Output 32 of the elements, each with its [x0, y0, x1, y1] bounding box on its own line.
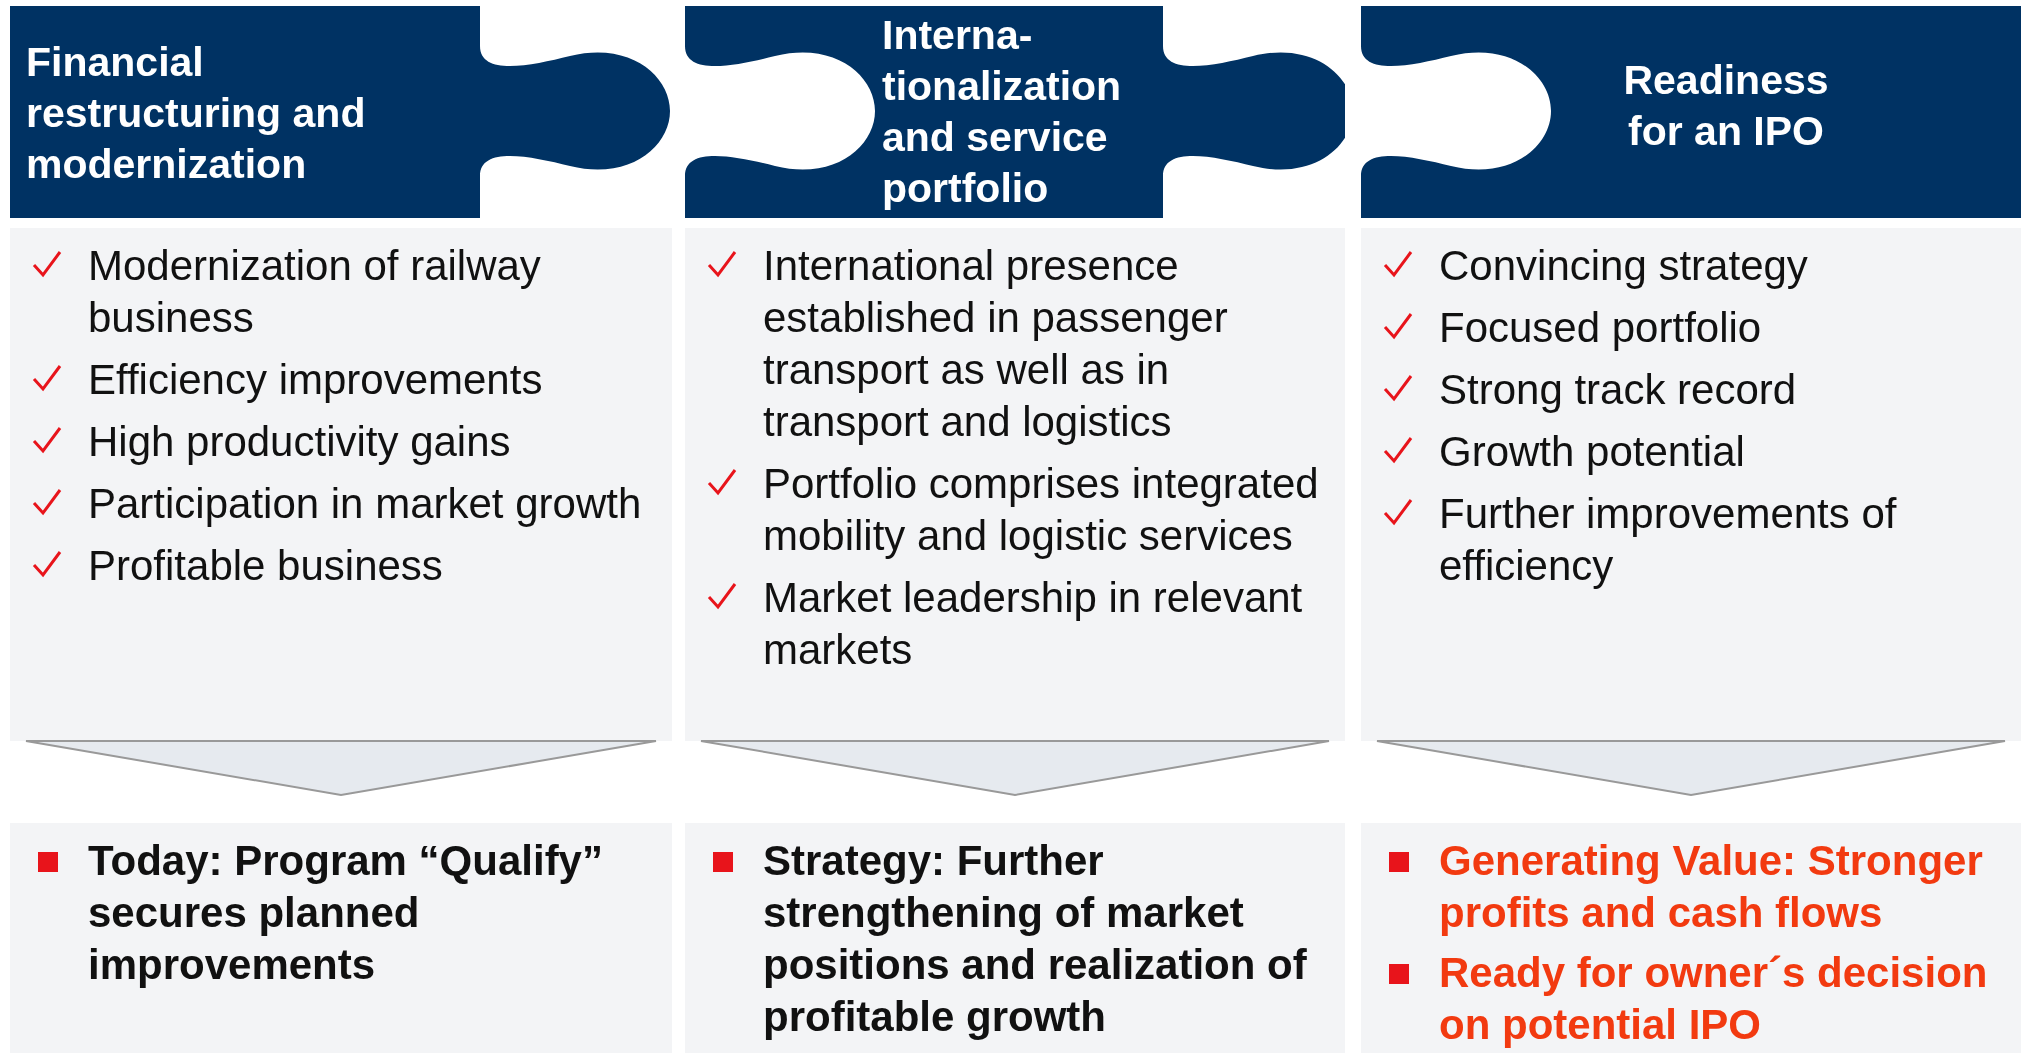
bullet-text: Portfolio comprises integrated mobility and logistic services [763, 459, 1320, 561]
content-panel [10, 228, 672, 741]
bullet-text: Growth potential [1439, 427, 1746, 477]
header-title: Financial restructuring and modernization [26, 38, 367, 189]
header-title: Interna-tionalization and service portfolio [882, 11, 1123, 213]
summary-panel [10, 823, 672, 1053]
summary-text: Strategy: Further strengthening of market positions and realization of profitable growth [763, 836, 1308, 1042]
bullet-text: High productivity gains [88, 417, 512, 467]
bullet-text: Strong track record [1439, 365, 1798, 415]
bullet-text: Participation in market growth [88, 479, 643, 529]
summary-panel [1361, 823, 2021, 1053]
summary-text: Today: Program “Qualify” secures planned improvements [88, 836, 604, 990]
summary-text: Ready for owner´s decision on potential IPO [1439, 948, 1989, 1050]
chevron-arrow [25, 740, 657, 796]
content-panel [685, 228, 1345, 741]
puzzle-piece-header [685, 6, 1345, 218]
summary-text: Generating Value: Stronger profits and cash flows [1439, 836, 1984, 938]
bullet-text: Further improvements of efficiency [1439, 489, 1898, 591]
chevron-arrow [1376, 740, 2006, 796]
puzzle-piece-header [1361, 6, 2021, 218]
bullet-text: Modernization of railway business [88, 241, 542, 343]
bullet-text: Efficiency improvements [88, 355, 544, 405]
chevron-arrow [700, 740, 1330, 796]
bullet-text: Market leadership in relevant markets [763, 573, 1304, 675]
content-panel [1361, 228, 2021, 741]
summary-panel [685, 823, 1345, 1053]
puzzle-piece-header [10, 6, 672, 218]
bullet-text: Convincing strategy [1439, 241, 1809, 291]
bullet-text: Focused portfolio [1439, 303, 1763, 353]
bullet-text: Profitable business [88, 541, 444, 591]
bullet-text: International presence established in passenger transport as well as in transport and logistics [763, 241, 1229, 447]
header-title: Readiness for an IPO [1622, 56, 1830, 156]
